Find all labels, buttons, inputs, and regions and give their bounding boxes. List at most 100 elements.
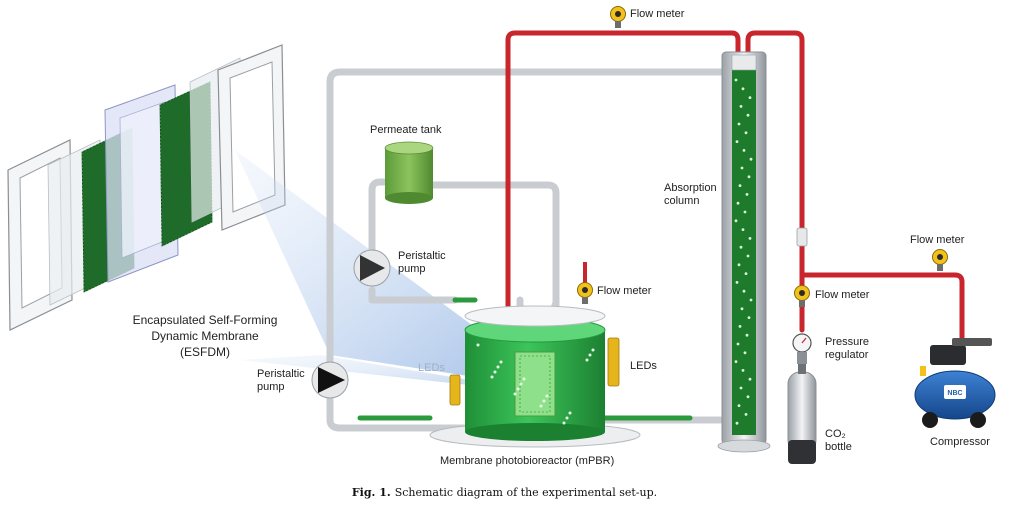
label-flow-meter-middle: Flow meter xyxy=(815,289,869,302)
label-mpbr: Membrane photobioreactor (mPBR) xyxy=(440,455,614,468)
bubble xyxy=(742,228,745,231)
bubble xyxy=(747,395,750,398)
bubble xyxy=(735,360,738,363)
label-peristaltic-lower-line2: pump xyxy=(257,381,305,394)
bubble xyxy=(746,334,749,337)
bubble xyxy=(745,272,748,275)
bubble xyxy=(520,383,523,386)
bubble xyxy=(750,299,753,302)
bubble xyxy=(569,412,572,415)
bubble xyxy=(491,376,494,379)
bubble xyxy=(741,307,744,310)
bubble xyxy=(586,359,589,362)
bubble xyxy=(517,388,520,391)
bubble xyxy=(540,405,543,408)
label-co2-line2: bottle xyxy=(825,441,852,454)
bubble xyxy=(735,219,738,222)
bubble xyxy=(589,354,592,357)
bubble xyxy=(748,175,751,178)
bubble xyxy=(747,114,750,117)
label-pressure-regulator: Pressure regulator xyxy=(825,336,869,362)
valve-icon xyxy=(797,228,807,246)
bubble xyxy=(749,96,752,99)
label-peristaltic-upper-line1: Peristaltic xyxy=(398,250,446,263)
bubble xyxy=(744,211,747,214)
permeate-tank xyxy=(385,142,433,204)
bubble xyxy=(736,422,739,425)
bubble xyxy=(736,281,739,284)
bubble xyxy=(739,325,742,328)
bubble xyxy=(740,387,743,390)
bubble xyxy=(738,404,741,407)
compressor: NBC xyxy=(915,338,995,428)
bubble xyxy=(748,316,751,319)
label-flow-meter-reactor: Flow meter xyxy=(597,285,651,298)
bubble xyxy=(738,123,741,126)
bubble xyxy=(494,371,497,374)
label-esfdm: Encapsulated Self-Forming Dynamic Membra… xyxy=(120,312,290,360)
bubble xyxy=(742,369,745,372)
flow-meter-top-icon xyxy=(611,7,626,29)
bubble xyxy=(740,246,743,249)
caption-text: Schematic diagram of the experimental se… xyxy=(395,486,657,499)
label-peristaltic-upper-line2: pump xyxy=(398,263,446,276)
label-flow-meter-right: Flow meter xyxy=(910,234,964,247)
caption-prefix: Fig. 1. xyxy=(352,486,391,499)
absorption-column xyxy=(718,52,770,452)
bubble xyxy=(737,343,740,346)
bubble xyxy=(743,290,746,293)
co2-bottle xyxy=(788,364,816,464)
flow-meter-middle-icon xyxy=(795,286,810,308)
flow-meter-right-icon xyxy=(933,250,948,272)
bubble xyxy=(749,378,752,381)
bubble xyxy=(739,184,742,187)
bubble xyxy=(738,263,741,266)
bubble xyxy=(743,149,746,152)
label-co2-bottle: CO₂ bottle xyxy=(825,428,852,454)
bubble xyxy=(740,105,743,108)
label-absorption-column: Absorption column xyxy=(664,182,717,208)
bubble xyxy=(750,158,753,161)
bubble xyxy=(592,349,595,352)
bubble xyxy=(523,378,526,381)
bubble xyxy=(497,366,500,369)
bubble xyxy=(742,87,745,90)
label-absorption-line1: Absorption xyxy=(664,182,717,195)
label-leds-right: LEDs xyxy=(630,360,657,373)
label-esfdm-line2: Dynamic Membrane xyxy=(120,328,290,344)
label-pressure-line2: regulator xyxy=(825,349,869,362)
label-peristaltic-lower-line1: Peristaltic xyxy=(257,368,305,381)
bubble xyxy=(749,237,752,240)
bubble xyxy=(737,202,740,205)
pressure-regulator-icon xyxy=(793,334,811,364)
label-pressure-line1: Pressure xyxy=(825,336,869,349)
figure-caption: Fig. 1. Schematic diagram of the experime… xyxy=(0,486,1009,499)
bubble xyxy=(543,400,546,403)
bubble xyxy=(741,167,744,170)
peristaltic-pump-upper xyxy=(354,250,390,286)
bubble xyxy=(500,361,503,364)
bubble xyxy=(746,193,749,196)
bubble xyxy=(566,417,569,420)
label-esfdm-line1: Encapsulated Self-Forming xyxy=(120,312,290,328)
label-permeate-tank: Permeate tank xyxy=(370,124,442,137)
svg-text:NBC: NBC xyxy=(947,390,962,397)
bubble xyxy=(745,131,748,134)
label-esfdm-line3: (ESFDM) xyxy=(120,344,290,360)
bubble xyxy=(546,395,549,398)
bubble xyxy=(735,79,738,82)
bubble xyxy=(747,255,750,258)
bubble xyxy=(744,351,747,354)
label-leds-left: LEDs xyxy=(418,362,445,375)
label-peristaltic-pump-lower: Peristaltic pump xyxy=(257,368,305,394)
label-compressor: Compressor xyxy=(930,436,990,449)
label-flow-meter-top: Flow meter xyxy=(630,8,684,21)
label-absorption-line2: column xyxy=(664,195,717,208)
label-peristaltic-pump-upper: Peristaltic pump xyxy=(398,250,446,276)
bubble xyxy=(514,393,517,396)
label-co2-line1: CO₂ xyxy=(825,428,852,441)
bubble xyxy=(563,422,566,425)
peristaltic-pump-lower xyxy=(312,362,348,398)
esfdm-module xyxy=(8,45,285,330)
